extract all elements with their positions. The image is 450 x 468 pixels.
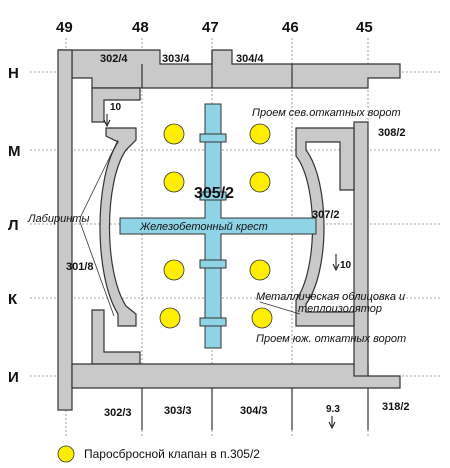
valve-8 xyxy=(251,307,273,329)
valve-3 xyxy=(163,171,185,193)
note-cladding-1: Металлическая облицовка и xyxy=(256,291,405,303)
axis-top-48: 48 xyxy=(132,19,149,36)
mark-9-3: 9.3 xyxy=(326,404,340,415)
axis-left-l: Л xyxy=(8,217,19,234)
room-308-2: 308/2 xyxy=(378,127,406,139)
valve-1 xyxy=(163,123,185,145)
axis-left-i: И xyxy=(8,369,19,386)
mark-10-right: 10 xyxy=(340,260,352,271)
note-labyrinths: Лабиринты xyxy=(27,213,90,225)
legend: Паросбросной клапан в п.305/2 xyxy=(57,445,260,463)
valve-6 xyxy=(249,259,271,281)
room-304-4: 304/4 xyxy=(236,53,264,65)
legend-valve-icon xyxy=(57,445,75,463)
note-south-gate: Проем юж. откатных ворот xyxy=(256,333,406,345)
valves xyxy=(159,123,273,329)
legend-valve-label: Паросбросной клапан в п.305/2 xyxy=(84,447,260,461)
concrete-cross xyxy=(119,103,317,349)
note-north-gate: Проем сев.откатных ворот xyxy=(252,107,401,119)
axis-left-m: М xyxy=(8,143,21,160)
room-318-2: 318/2 xyxy=(382,401,410,413)
pointer-line xyxy=(79,221,115,317)
axis-left-k: К xyxy=(8,291,18,308)
valve-4 xyxy=(249,171,271,193)
arrow-down-icon xyxy=(103,114,111,128)
axis-left-n: Н xyxy=(8,65,19,82)
axis-top-46: 46 xyxy=(282,19,299,36)
walls xyxy=(57,49,401,430)
room-303-3: 303/3 xyxy=(164,405,192,417)
mark-10-top: 10 xyxy=(110,102,122,113)
axis-top-47: 47 xyxy=(202,19,219,36)
cross-shape xyxy=(119,103,317,349)
axis-top-49: 49 xyxy=(56,19,73,36)
note-cross: Железобетонный крест xyxy=(139,221,268,233)
axis-top-45: 45 xyxy=(356,19,373,36)
arrow-down-icon xyxy=(328,416,336,430)
valve-7 xyxy=(159,307,181,329)
room-305-2: 305/2 xyxy=(194,185,234,202)
valve-5 xyxy=(163,259,185,281)
room-302-4: 302/4 xyxy=(100,53,128,65)
pointer-line xyxy=(79,139,119,219)
arrow-down-icon xyxy=(332,254,340,272)
room-307-2: 307/2 xyxy=(312,209,340,221)
pointer-line xyxy=(259,301,301,315)
room-302-3: 302/3 xyxy=(104,407,132,419)
room-301-8: 301/8 xyxy=(66,261,94,273)
note-cladding-2: теплоизолятор xyxy=(298,303,382,315)
valve-2 xyxy=(249,123,271,145)
room-304-3: 304/3 xyxy=(240,405,268,417)
room-303-4: 303/4 xyxy=(162,53,190,65)
